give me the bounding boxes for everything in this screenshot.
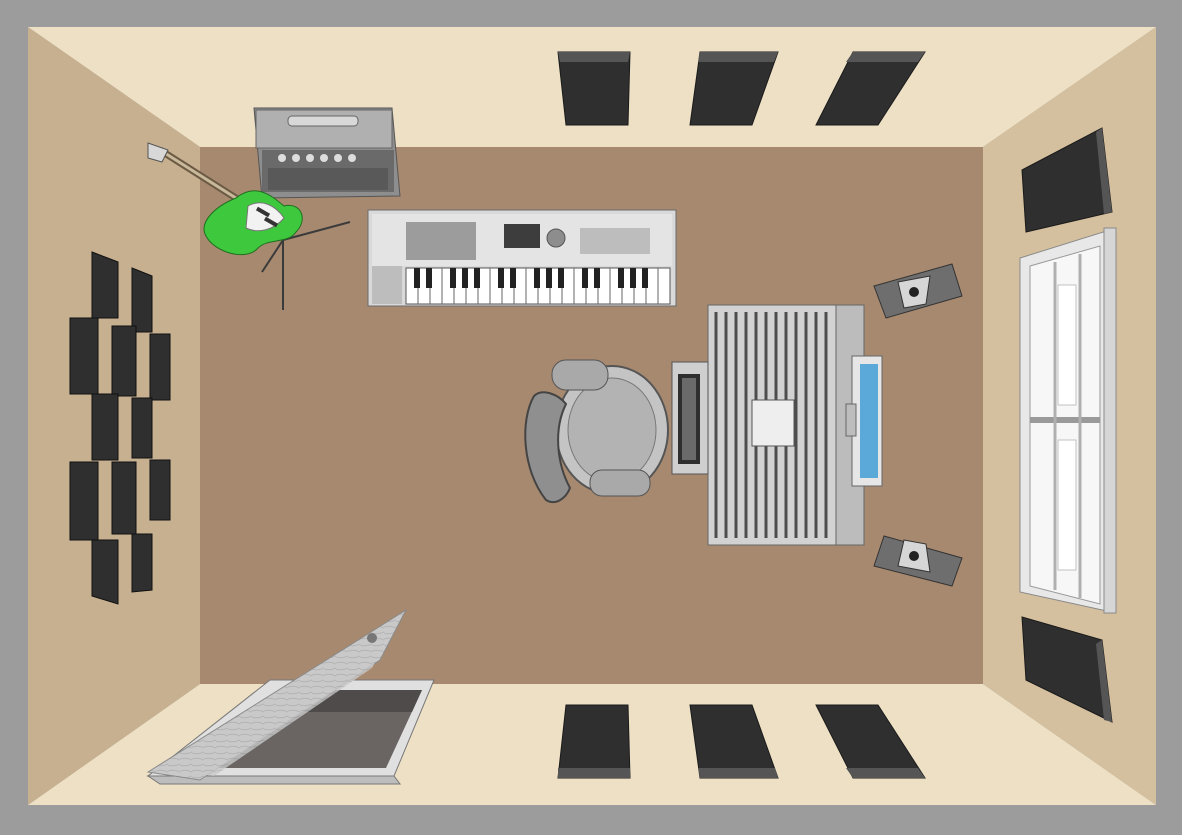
guitar-stand xyxy=(261,221,351,310)
window xyxy=(1019,227,1117,614)
acoustic-panel-bottom-1 xyxy=(557,704,631,779)
acoustic-panel-top-3 xyxy=(815,51,926,126)
synthesizer-keyboard xyxy=(367,209,677,307)
floor-hatch-door xyxy=(146,608,435,785)
studio-monitor-speaker-upper xyxy=(873,263,963,319)
computer-keyboard xyxy=(671,361,709,475)
guitar-amplifier xyxy=(253,107,401,199)
acoustic-panel-bottom-3 xyxy=(815,704,926,779)
computer-monitor xyxy=(845,355,883,487)
acoustic-panel-top-2 xyxy=(689,51,779,126)
mixing-console xyxy=(707,304,865,546)
office-chair xyxy=(524,359,669,504)
checkerboard-diffuser-left-wall xyxy=(69,251,171,605)
acoustic-panel-bottom-2 xyxy=(689,704,779,779)
studio-monitor-speaker-lower xyxy=(873,535,963,587)
acoustic-panel-right-lower xyxy=(1021,616,1113,723)
acoustic-panel-right-upper xyxy=(1021,127,1113,233)
acoustic-panel-top-1 xyxy=(557,51,631,126)
electric-guitar xyxy=(147,142,303,256)
